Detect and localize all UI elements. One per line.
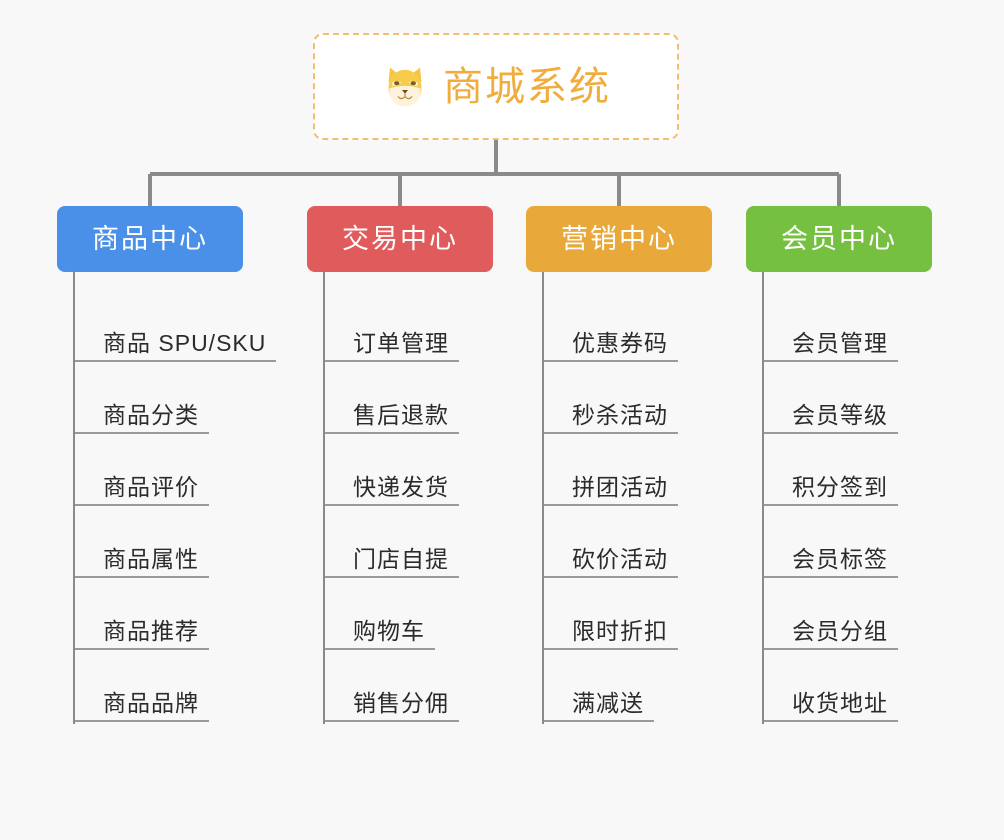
leaf-item[interactable]: 购物车 xyxy=(325,578,497,650)
leaf-label: 秒杀活动 xyxy=(572,401,668,428)
leaf-underline xyxy=(75,432,209,434)
leaf-item[interactable]: 销售分佣 xyxy=(325,650,497,722)
leaf-underline xyxy=(544,720,654,722)
leaf-item[interactable]: 商品评价 xyxy=(75,434,247,506)
category-title: 商品中心 xyxy=(92,223,208,254)
leaf-underline xyxy=(75,576,209,578)
leaf-underline xyxy=(75,720,209,722)
leaf-item[interactable]: 商品属性 xyxy=(75,506,247,578)
leaf-item[interactable]: 商品分类 xyxy=(75,362,247,434)
leaf-underline xyxy=(764,360,898,362)
category-box-2[interactable]: 营销中心 xyxy=(526,206,712,272)
leaf-label: 售后退款 xyxy=(353,401,449,428)
category-box-1[interactable]: 交易中心 xyxy=(307,206,493,272)
leaf-label: 优惠券码 xyxy=(572,329,668,356)
leaf-item[interactable]: 快递发货 xyxy=(325,434,497,506)
leaf-label: 订单管理 xyxy=(353,329,449,356)
leaf-item[interactable]: 优惠券码 xyxy=(544,290,716,362)
root-title: 商城系统 xyxy=(443,64,611,109)
leaf-underline xyxy=(544,648,678,650)
leaf-label: 收货地址 xyxy=(792,689,888,716)
leaf-item[interactable]: 会员标签 xyxy=(764,506,936,578)
category-box-0[interactable]: 商品中心 xyxy=(57,206,243,272)
leaf-underline xyxy=(764,648,898,650)
leaf-label: 购物车 xyxy=(353,617,425,644)
category-column-2: 营销中心优惠券码秒杀活动拼团活动砍价活动限时折扣满减送 xyxy=(526,206,716,724)
leaf-label: 商品属性 xyxy=(103,545,199,572)
root-node[interactable]: 商城系统 xyxy=(313,33,679,140)
leaf-underline xyxy=(325,648,435,650)
leaf-label: 商品品牌 xyxy=(103,689,199,716)
leaf-item[interactable]: 门店自提 xyxy=(325,506,497,578)
leaf-label: 销售分佣 xyxy=(353,689,449,716)
leaf-item[interactable]: 砍价活动 xyxy=(544,506,716,578)
category-column-0: 商品中心商品 SPU/SKU 商品分类商品评价商品属性商品推荐商品品牌 xyxy=(57,206,276,724)
leaf-underline xyxy=(325,720,459,722)
leaf-item[interactable]: 秒杀活动 xyxy=(544,362,716,434)
leaf-item[interactable]: 订单管理 xyxy=(325,290,497,362)
leaf-label: 门店自提 xyxy=(353,545,449,572)
leaf-label: 商品评价 xyxy=(103,473,199,500)
leaf-underline xyxy=(544,360,678,362)
shiba-dog-face-icon xyxy=(388,67,422,106)
leaf-underline xyxy=(764,504,898,506)
leaf-item[interactable]: 商品推荐 xyxy=(75,578,247,650)
category-title: 会员中心 xyxy=(781,223,897,254)
leaf-underline xyxy=(764,432,898,434)
leaf-item[interactable]: 拼团活动 xyxy=(544,434,716,506)
category-title: 营销中心 xyxy=(561,223,677,254)
leaf-label: 会员分组 xyxy=(792,617,888,644)
leaf-underline xyxy=(75,648,209,650)
category-leaf-list: 商品 SPU/SKU 商品分类商品评价商品属性商品推荐商品品牌 xyxy=(73,272,276,724)
leaf-item[interactable]: 积分签到 xyxy=(764,434,936,506)
leaf-underline xyxy=(75,504,209,506)
leaf-item[interactable]: 商品 SPU/SKU xyxy=(75,290,276,362)
leaf-label: 会员标签 xyxy=(792,545,888,572)
leaf-underline xyxy=(75,360,276,362)
leaf-underline xyxy=(764,576,898,578)
leaf-item[interactable]: 会员等级 xyxy=(764,362,936,434)
leaf-underline xyxy=(764,720,898,722)
leaf-item[interactable]: 售后退款 xyxy=(325,362,497,434)
leaf-item[interactable]: 限时折扣 xyxy=(544,578,716,650)
leaf-item[interactable]: 会员管理 xyxy=(764,290,936,362)
leaf-label: 积分签到 xyxy=(792,473,888,500)
leaf-label: 拼团活动 xyxy=(572,473,668,500)
leaf-label: 会员等级 xyxy=(792,401,888,428)
leaf-underline xyxy=(325,360,459,362)
leaf-item[interactable]: 商品品牌 xyxy=(75,650,247,722)
leaf-underline xyxy=(544,576,678,578)
leaf-underline xyxy=(544,504,678,506)
leaf-label: 限时折扣 xyxy=(572,617,668,644)
category-column-1: 交易中心订单管理售后退款快递发货门店自提购物车销售分佣 xyxy=(307,206,497,724)
leaf-label: 商品推荐 xyxy=(103,617,199,644)
category-leaf-list: 订单管理售后退款快递发货门店自提购物车销售分佣 xyxy=(323,272,497,724)
leaf-label: 砍价活动 xyxy=(572,545,668,572)
category-column-3: 会员中心会员管理会员等级积分签到会员标签会员分组收货地址 xyxy=(746,206,936,724)
leaf-item[interactable]: 满减送 xyxy=(544,650,716,722)
leaf-item[interactable]: 收货地址 xyxy=(764,650,936,722)
leaf-underline xyxy=(325,576,459,578)
leaf-underline xyxy=(325,504,459,506)
category-leaf-list: 会员管理会员等级积分签到会员标签会员分组收货地址 xyxy=(762,272,936,724)
leaf-label: 快递发货 xyxy=(353,473,449,500)
category-title: 交易中心 xyxy=(342,223,458,254)
leaf-underline xyxy=(544,432,678,434)
category-leaf-list: 优惠券码秒杀活动拼团活动砍价活动限时折扣满减送 xyxy=(542,272,716,724)
category-box-3[interactable]: 会员中心 xyxy=(746,206,932,272)
leaf-label: 商品 SPU/SKU xyxy=(103,329,267,356)
leaf-underline xyxy=(325,432,459,434)
leaf-label: 满减送 xyxy=(572,689,644,716)
leaf-item[interactable]: 会员分组 xyxy=(764,578,936,650)
leaf-label: 会员管理 xyxy=(792,329,888,356)
leaf-label: 商品分类 xyxy=(103,401,199,428)
